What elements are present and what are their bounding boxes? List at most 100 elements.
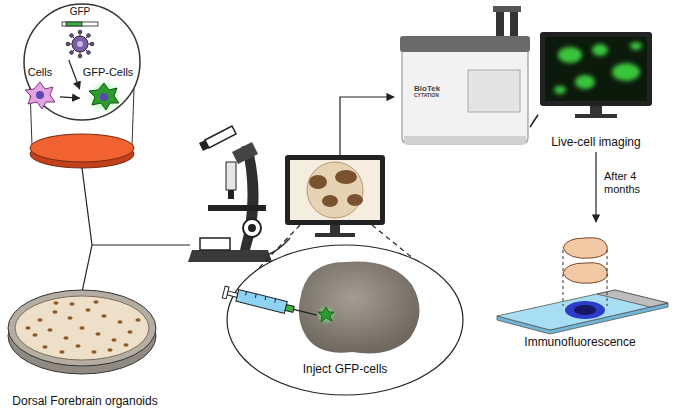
figure-node: GFP-Cells — [80, 66, 137, 112]
organoid-dish — [15, 296, 149, 360]
figure-node: Live-cell imaging — [538, 28, 654, 152]
microscope — [228, 190, 234, 199]
plasmid-bar — [66, 22, 82, 26]
imaging-reader — [404, 136, 526, 144]
imaging-reader — [468, 70, 520, 112]
organoid-dish — [37, 318, 42, 322]
transduction-arrow — [69, 60, 80, 89]
syringe — [227, 291, 238, 297]
syringe — [222, 286, 229, 299]
slice-guides — [607, 250, 608, 306]
petri-dish-red — [30, 134, 134, 162]
organoid-dish — [69, 302, 74, 306]
figure-node: Immunofluorescence — [488, 222, 672, 352]
microscope — [248, 224, 256, 232]
flow-arrow — [340, 97, 394, 155]
organoid-dish — [8, 290, 156, 366]
organoid-dish — [75, 344, 80, 348]
microscope — [226, 162, 236, 190]
virus-icon — [77, 41, 83, 47]
figure-node: Cells — [20, 66, 60, 110]
organoid-dish — [67, 316, 72, 320]
imaging-reader — [400, 36, 530, 52]
flow-arrow — [595, 152, 596, 222]
monitor — [322, 195, 338, 207]
organoid-dish — [123, 343, 128, 347]
monitor — [290, 160, 380, 220]
virus-icon — [87, 51, 91, 55]
zoom-circle — [24, 4, 140, 120]
monitor — [285, 155, 385, 225]
syringe — [264, 296, 266, 300]
microscope — [232, 142, 258, 164]
fluorescence-monitor — [554, 86, 566, 94]
model-label: CYTATION — [414, 93, 439, 99]
cell-label: Cells — [28, 66, 52, 79]
imaging-reader — [400, 6, 530, 144]
organoid-dish — [85, 308, 90, 312]
fluorescence-monitor — [540, 32, 652, 118]
organoid-dish — [93, 300, 98, 304]
organoid-dish — [8, 290, 156, 374]
monitor — [347, 194, 363, 206]
syringe — [285, 305, 294, 313]
slide — [497, 290, 668, 330]
transduction-arrow — [60, 97, 80, 98]
zoom-circle — [24, 4, 140, 120]
syringe — [222, 286, 318, 321]
injection-circle — [227, 245, 463, 395]
petri-dish-red — [30, 134, 134, 168]
plasmid-bar — [62, 22, 98, 26]
microscope — [243, 219, 261, 237]
fluorescence-monitor — [575, 75, 595, 89]
syringe — [245, 291, 247, 295]
step-label: Immunofluorescence — [524, 336, 635, 350]
microscope — [188, 250, 272, 262]
syringe — [274, 299, 276, 303]
organoid-dish — [107, 348, 112, 352]
slice-guides — [563, 250, 607, 306]
syringe — [236, 290, 287, 314]
microscope — [199, 140, 209, 151]
monitor — [315, 233, 355, 237]
fluorescence-monitor — [558, 47, 582, 63]
step-label: Live-cell imaging — [551, 136, 640, 150]
brain-slices — [563, 238, 607, 284]
virus-icon — [87, 34, 91, 38]
fluorescence-monitor — [590, 106, 602, 114]
syringe — [255, 294, 257, 298]
cell-icon — [25, 82, 55, 109]
gfp-cell-icon — [100, 93, 108, 101]
brand-label: BioTek — [414, 84, 440, 93]
slide — [497, 290, 668, 334]
dish-label: Dorsal Forebrain organoids — [12, 395, 157, 409]
microscope — [188, 126, 272, 262]
microscope — [205, 126, 236, 148]
brain-slices — [563, 263, 607, 284]
monitor — [309, 175, 327, 189]
organoid-dish — [63, 336, 68, 340]
merge-lines — [92, 244, 190, 245]
microscope — [200, 238, 230, 250]
virus-icon — [90, 42, 94, 46]
virus-icon — [66, 42, 70, 46]
figure-node: Inject GFP-cells — [227, 245, 463, 395]
fluorescence-monitor — [554, 42, 642, 94]
slide — [565, 301, 605, 319]
injection-circle — [227, 245, 463, 395]
organoid-dish — [47, 328, 52, 332]
imaging-reader — [402, 40, 528, 144]
fluorescence-monitor — [540, 32, 652, 106]
zoom-lines — [132, 88, 134, 146]
organoid-dish — [52, 310, 57, 314]
syringe — [294, 309, 317, 315]
merge-lines — [82, 168, 190, 292]
gfp-cell-icon — [87, 80, 121, 114]
monitor — [330, 225, 340, 233]
fluorescence-monitor — [592, 44, 608, 56]
figure-node: BioTekCYTATION — [400, 20, 530, 146]
imaging-reader — [510, 8, 518, 40]
brain-slices — [563, 238, 607, 259]
slice-guides — [563, 250, 564, 306]
